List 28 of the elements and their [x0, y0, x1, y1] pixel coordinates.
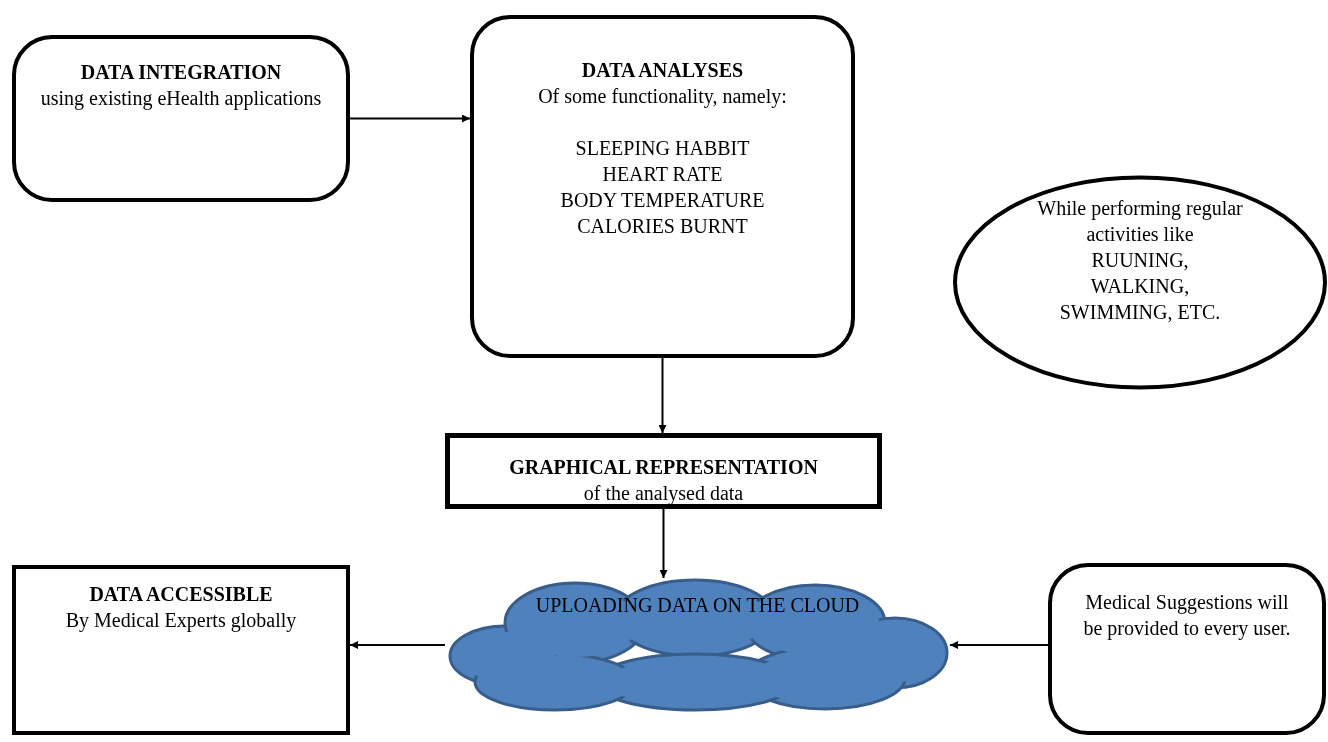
arrow: [349, 114, 471, 123]
node-text: While performing regular activities like: [1036, 196, 1244, 247]
node-text: RUUNING,: [1091, 248, 1189, 273]
node-heading: DATA ACCESSIBLE: [89, 582, 273, 607]
arrow: [349, 641, 446, 649]
node-text: HEART RATE: [602, 162, 723, 187]
node-text: SLEEPING HABBIT: [575, 136, 750, 161]
node-heading: DATA ANALYSES: [581, 58, 744, 83]
node-text: Of some functionality, namely:: [538, 84, 787, 109]
node-heading: DATA INTEGRATION: [80, 60, 282, 85]
rounded-box: [470, 15, 855, 358]
process-box: [12, 565, 350, 735]
node-text: By Medical Experts globally: [65, 608, 297, 633]
rounded-box: [1048, 563, 1326, 735]
rounded-box: [12, 35, 350, 202]
node-text: using existing eHealth applications: [40, 86, 322, 111]
node-text: BODY TEMPERATURE: [560, 188, 765, 213]
node-text: Medical Suggestions will be provided to every user.: [1082, 590, 1292, 641]
node-text: of the analysed data: [583, 481, 744, 506]
arrow: [658, 357, 667, 434]
node-text: CALORIES BURNT: [577, 214, 748, 239]
node-text: WALKING,: [1090, 274, 1190, 299]
node-text: UPLOADING DATA ON THE CLOUD: [535, 593, 860, 618]
node-text: SWIMMING, ETC.: [1059, 300, 1221, 325]
process-box: [445, 433, 882, 509]
arrow: [949, 641, 1049, 649]
node-heading: GRAPHICAL REPRESENTATION: [509, 455, 818, 480]
arrow: [659, 508, 668, 579]
